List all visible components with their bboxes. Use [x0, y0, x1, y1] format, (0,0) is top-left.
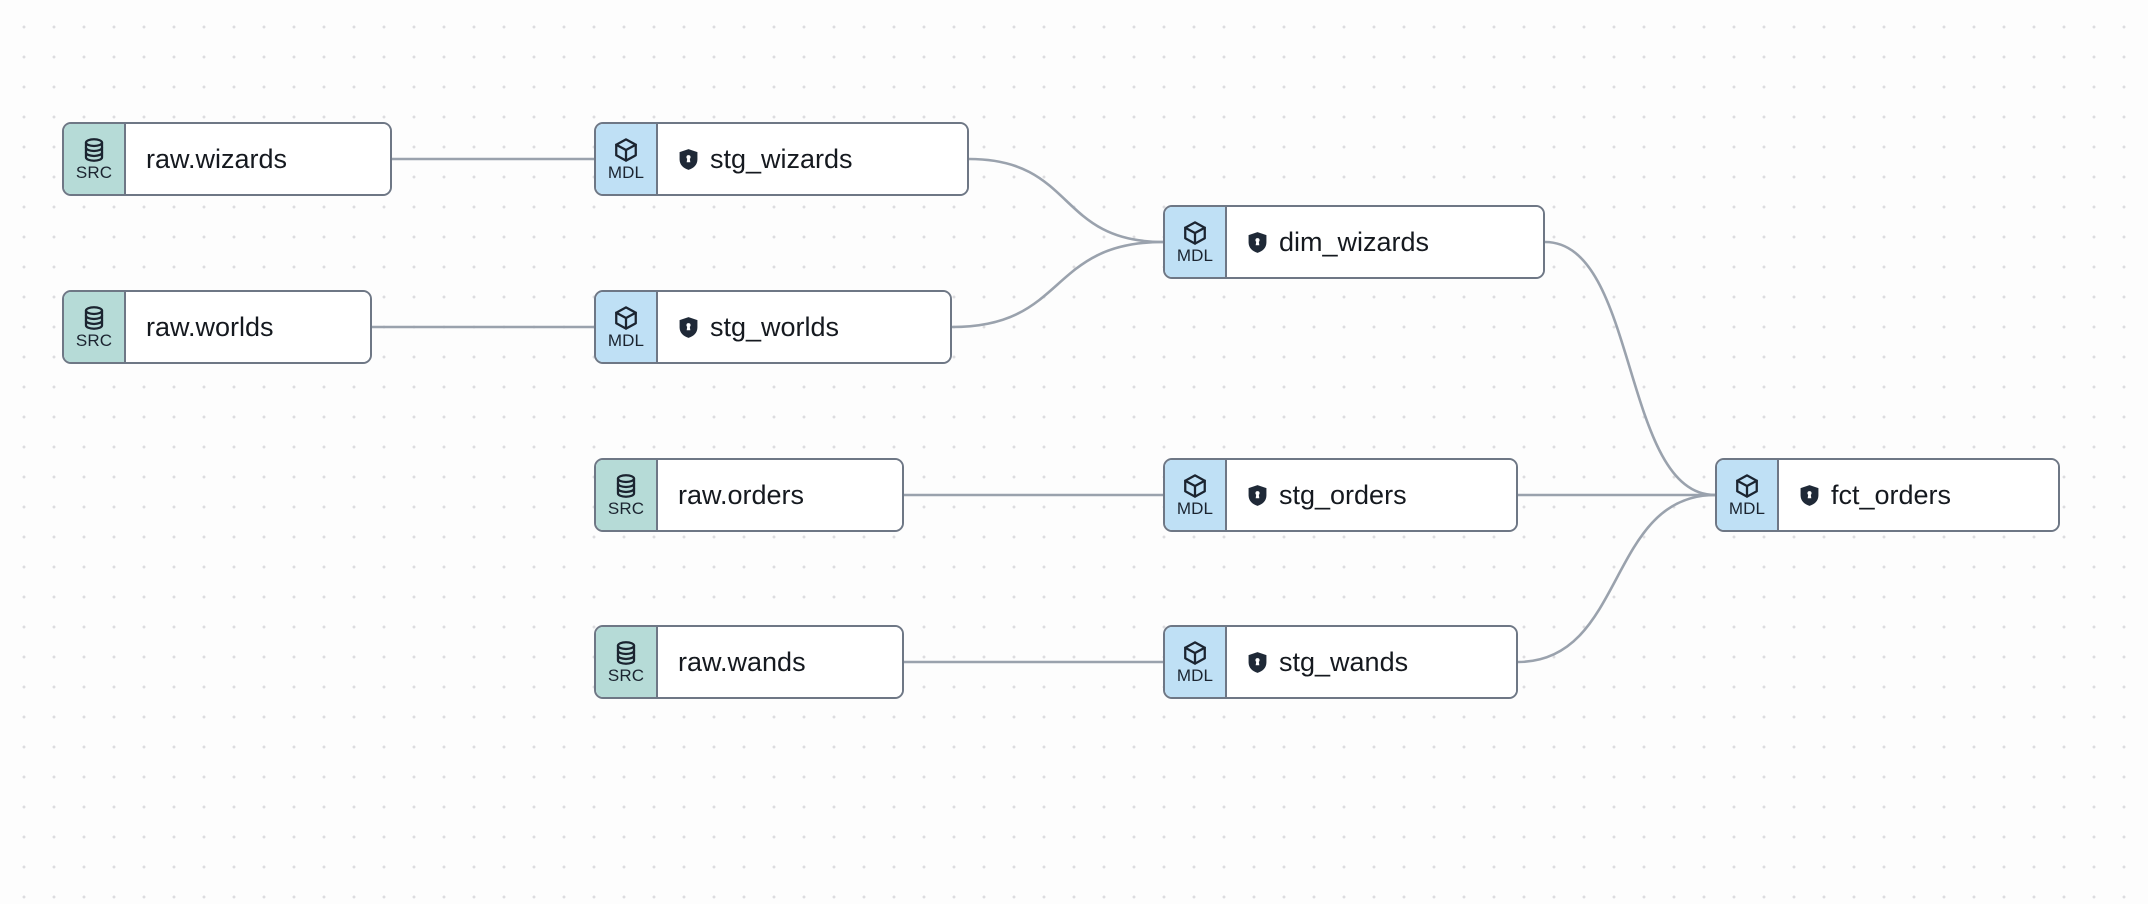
lineage-edge-stg_wizards-to-dim_wizards — [967, 157, 1165, 244]
node-body[interactable]: raw.wands — [658, 627, 902, 697]
lineage-edge-dim_wizards-to-fct_orders — [1543, 240, 1717, 497]
cube-icon — [612, 137, 640, 163]
shield-lock-icon — [1247, 651, 1268, 674]
lineage-edge-stg_wands-to-fct_orders — [1516, 493, 1717, 664]
node-type-label: SRC — [75, 331, 113, 350]
node-body[interactable]: dim_wizards — [1227, 207, 1543, 277]
node-label: dim_wizards — [1279, 226, 1430, 257]
node-type-badge: SRC — [64, 292, 126, 362]
node-label: stg_orders — [1279, 479, 1407, 510]
node-label: raw.wizards — [146, 143, 288, 174]
node-type-badge: MDL — [1165, 627, 1227, 697]
node-body[interactable]: raw.worlds — [126, 292, 370, 362]
lineage-node-raw_orders[interactable]: SRC raw.orders — [594, 458, 904, 532]
database-icon — [80, 305, 108, 331]
node-type-badge: SRC — [64, 124, 126, 194]
cube-icon — [1181, 640, 1209, 666]
lineage-edge-stg_worlds-to-dim_wizards — [950, 240, 1165, 329]
lineage-node-raw_worlds[interactable]: SRC raw.worlds — [62, 290, 372, 364]
node-type-label: MDL — [1176, 499, 1214, 518]
node-type-label: SRC — [75, 163, 113, 182]
lineage-node-fct_orders[interactable]: MDL fct_orders — [1715, 458, 2060, 532]
node-label: fct_orders — [1831, 479, 1952, 510]
node-body[interactable]: stg_worlds — [658, 292, 950, 362]
node-type-label: MDL — [1176, 666, 1214, 685]
database-icon — [80, 137, 108, 163]
node-type-badge: MDL — [1717, 460, 1779, 530]
node-body[interactable]: stg_orders — [1227, 460, 1516, 530]
node-type-badge: MDL — [1165, 207, 1227, 277]
node-type-badge: SRC — [596, 460, 658, 530]
node-label: raw.wands — [678, 646, 806, 677]
node-body[interactable]: stg_wands — [1227, 627, 1516, 697]
shield-lock-icon — [678, 148, 699, 171]
shield-lock-icon — [678, 316, 699, 339]
lineage-node-stg_wands[interactable]: MDL stg_wands — [1163, 625, 1518, 699]
shield-lock-icon — [1247, 484, 1268, 507]
database-icon — [612, 640, 640, 666]
node-label: stg_wizards — [710, 143, 853, 174]
node-type-label: MDL — [1176, 246, 1214, 265]
node-type-label: MDL — [607, 163, 645, 182]
node-body[interactable]: stg_wizards — [658, 124, 967, 194]
node-type-badge: MDL — [596, 292, 658, 362]
node-type-label: SRC — [607, 499, 645, 518]
node-body[interactable]: raw.wizards — [126, 124, 390, 194]
node-type-label: SRC — [607, 666, 645, 685]
node-type-label: MDL — [1728, 499, 1766, 518]
cube-icon — [1733, 473, 1761, 499]
node-label: raw.orders — [678, 479, 805, 510]
lineage-node-dim_wizards[interactable]: MDL dim_wizards — [1163, 205, 1545, 279]
cube-icon — [1181, 220, 1209, 246]
node-type-badge: SRC — [596, 627, 658, 697]
node-body[interactable]: raw.orders — [658, 460, 902, 530]
lineage-node-stg_worlds[interactable]: MDL stg_worlds — [594, 290, 952, 364]
shield-lock-icon — [1247, 231, 1268, 254]
node-label: stg_worlds — [710, 311, 840, 342]
cube-icon — [612, 305, 640, 331]
lineage-node-raw_wizards[interactable]: SRC raw.wizards — [62, 122, 392, 196]
node-body[interactable]: fct_orders — [1779, 460, 2058, 530]
node-type-badge: MDL — [596, 124, 658, 194]
lineage-node-stg_orders[interactable]: MDL stg_orders — [1163, 458, 1518, 532]
shield-lock-icon — [1799, 484, 1820, 507]
node-label: raw.worlds — [146, 311, 274, 342]
lineage-node-stg_wizards[interactable]: MDL stg_wizards — [594, 122, 969, 196]
lineage-node-raw_wands[interactable]: SRC raw.wands — [594, 625, 904, 699]
node-type-label: MDL — [607, 331, 645, 350]
database-icon — [612, 473, 640, 499]
node-label: stg_wands — [1279, 646, 1409, 677]
node-type-badge: MDL — [1165, 460, 1227, 530]
cube-icon — [1181, 473, 1209, 499]
